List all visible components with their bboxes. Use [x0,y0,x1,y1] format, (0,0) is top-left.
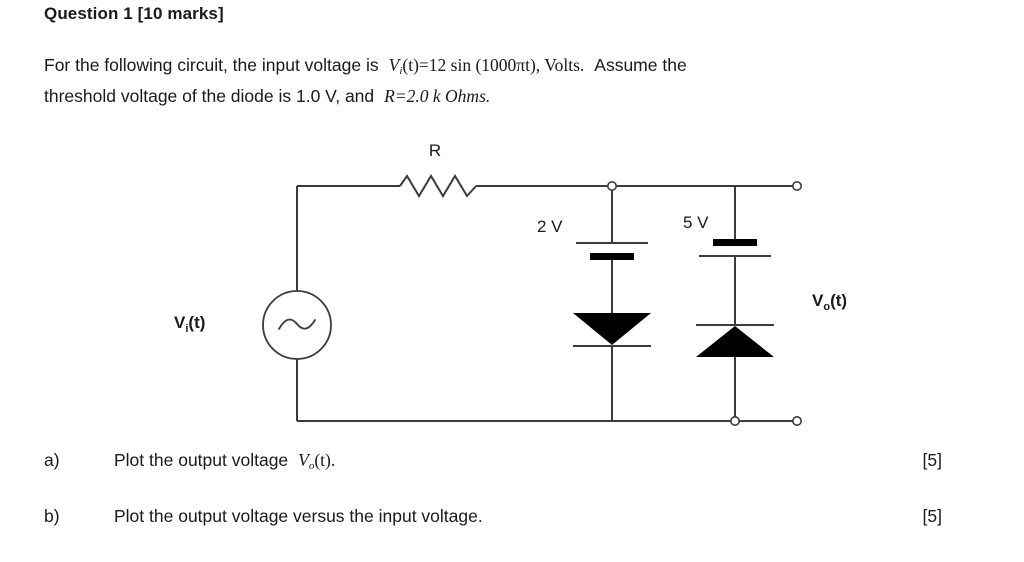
input-voltage-label: Vi(t) [174,313,205,335]
question-statement: For the following circuit, the input vol… [44,53,944,109]
intro-line1-text: For the following circuit, the input vol… [44,55,379,75]
formula-resistance: R=2.0 k Ohms. [384,86,491,107]
input-voltage-label-v: V [174,313,186,332]
diode2-triangle-symbol [696,326,774,357]
part-b-text: Plot the output voltage versus the input… [114,506,483,526]
output-terminal-bottom [791,415,802,426]
part-a-marks: [5] [922,450,942,470]
formula-input-voltage: Vi(t)=12 sin (1000πt), Volts. [388,55,585,78]
battery2-plate-short [713,239,757,246]
resistor-symbol [399,174,477,198]
question-part-b: b) Plot the output voltage versus the inp… [44,506,984,527]
input-voltage-label-sub: i [185,323,188,335]
output-voltage-label: Vo(t) [812,291,847,313]
node-marker-branch2-bottom [729,415,740,426]
output-voltage-label-v: V [812,291,824,310]
circuit-schematic-svg: R 2 V 5 V Vi(t) Vo(t) [174,141,847,426]
battery2-label: 5 V [683,213,709,232]
battery1-label: 2 V [537,217,563,236]
sine-wave-icon [278,318,316,330]
part-b-label: b) [44,506,60,526]
resistor-label: R [429,141,441,160]
input-voltage-label-rest: (t) [188,313,205,332]
page-title: Question 1 [10 marks] [44,4,224,23]
output-voltage-label-rest: (t) [830,291,847,310]
part-a-label: a) [44,450,60,470]
circuit-diagram: R 2 V 5 V Vi(t) Vo(t) [0,128,1024,438]
intro-line1-tail: Assume the [594,55,687,75]
output-terminal-top [791,180,802,191]
part-a-formula: Vo(t). [298,450,336,473]
part-a-text: Plot the output voltage [114,450,289,470]
part-b-marks: [5] [922,506,942,526]
question-part-a: a) Plot the output voltage Vo(t). [5] [44,450,984,472]
battery1-plate-short [590,253,634,260]
node-marker-branch1-top [606,180,617,191]
diode1-triangle-symbol [573,313,651,345]
output-voltage-label-sub: o [823,301,830,313]
intro-line2-text: threshold voltage of the diode is 1.0 V,… [44,86,375,107]
